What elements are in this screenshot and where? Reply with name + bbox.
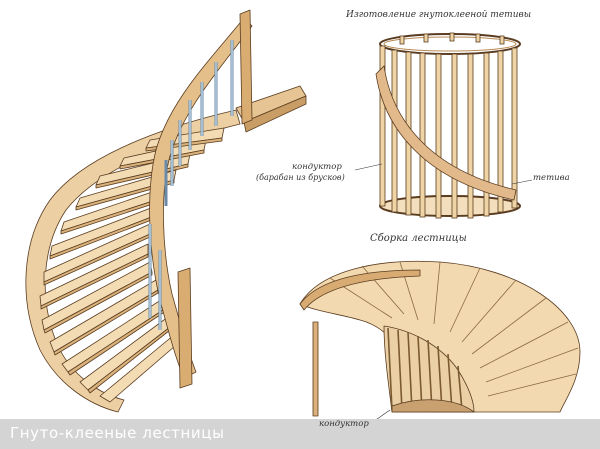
caption-text: Гнуто-клееные лестницы [10, 424, 225, 442]
drum-conductor-drawing [375, 32, 521, 219]
bent-stringer-title: Изготовление гнутоклееной тетивы [346, 10, 532, 20]
conductor-sublabel: (барабан из брусков) [256, 173, 345, 182]
baluster-highlights [149, 40, 233, 330]
tread-edges [40, 137, 223, 394]
assembly-stringer [299, 269, 421, 311]
caption-bar: Гнуто-клееные лестницы [0, 419, 600, 449]
assembly-drawing [299, 260, 581, 417]
spiral-staircase-drawing [25, 9, 307, 413]
conductor-label: кондуктор [292, 162, 342, 172]
conductor-bottom-label: кондуктор [319, 419, 369, 429]
top-newel-post [239, 9, 253, 125]
assembly-support-post [312, 321, 319, 417]
outer-stringer [25, 109, 241, 413]
stringer-label: тетива [533, 173, 570, 183]
assembly-top-platform [299, 260, 581, 413]
bent-stringer-strip [375, 65, 517, 201]
assembly-title: Сборка лестницы [370, 233, 467, 244]
landing-beam-side [243, 95, 307, 133]
assembly-base [391, 399, 475, 413]
bottom-newel-post [177, 267, 193, 389]
staircase-illustration [25, 9, 581, 419]
label-leaders [354, 163, 533, 419]
assembly-drum-slats [387, 327, 463, 411]
